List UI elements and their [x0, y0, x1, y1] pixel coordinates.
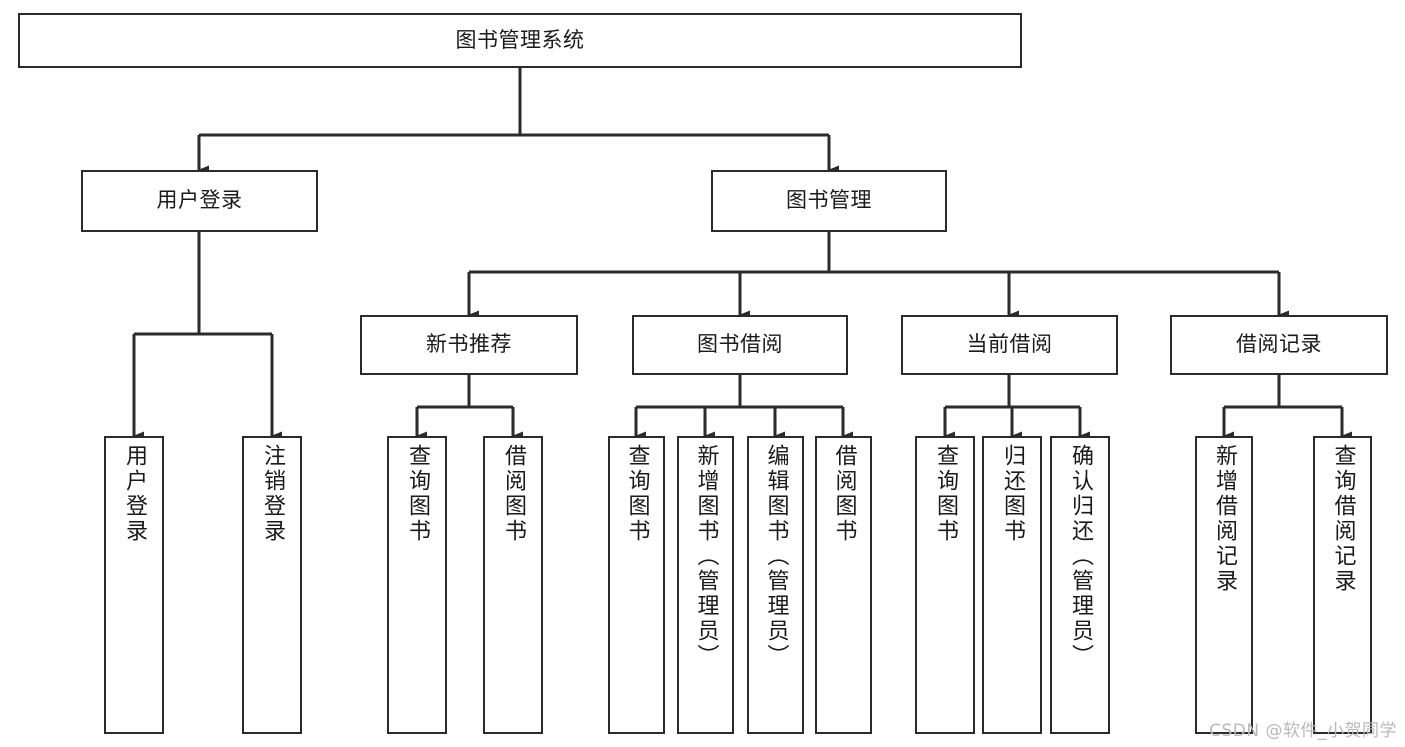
node-leaf-return-book[interactable]: 归还图书: [982, 436, 1042, 734]
node-new-book-recommend[interactable]: 新书推荐: [360, 315, 578, 375]
node-leaf-query-book-borrow[interactable]: 查询图书: [608, 436, 665, 734]
node-user-login[interactable]: 用户登录: [81, 170, 318, 232]
node-leaf-query-book-borrow-label: 查询图书: [624, 444, 650, 544]
node-leaf-edit-book[interactable]: 编辑图书（管理员）: [747, 436, 804, 734]
node-borrow-record-label: 借阅记录: [1236, 332, 1322, 357]
node-leaf-add-book-label: 新增图书（管理员）: [693, 444, 719, 669]
node-leaf-add-book[interactable]: 新增图书（管理员）: [677, 436, 734, 734]
node-leaf-user-logout-label: 注销登录: [260, 444, 285, 544]
node-book-manage-label: 图书管理: [786, 188, 872, 213]
node-root-system-label: 图书管理系统: [455, 27, 585, 52]
node-book-manage[interactable]: 图书管理: [711, 170, 947, 232]
node-leaf-query-borrow-record[interactable]: 查询借阅记录: [1313, 436, 1372, 734]
node-leaf-query-book-recommend-label: 查询图书: [405, 444, 430, 544]
node-new-book-recommend-label: 新书推荐: [426, 332, 512, 357]
node-current-borrow[interactable]: 当前借阅: [901, 315, 1118, 375]
node-leaf-user-logout[interactable]: 注销登录: [242, 436, 302, 734]
node-leaf-confirm-return-label: 确认归还（管理员）: [1068, 444, 1093, 669]
node-root-system[interactable]: 图书管理系统: [18, 13, 1022, 68]
node-current-borrow-label: 当前借阅: [966, 332, 1053, 357]
node-leaf-confirm-return[interactable]: 确认归还（管理员）: [1050, 436, 1110, 734]
node-leaf-borrow-book-label: 借阅图书: [831, 444, 857, 544]
node-leaf-query-book-current-label: 查询图书: [933, 444, 958, 544]
node-leaf-return-book-label: 归还图书: [1000, 444, 1025, 544]
node-leaf-add-borrow-record-label: 新增借阅记录: [1212, 444, 1237, 594]
node-borrow-record[interactable]: 借阅记录: [1170, 315, 1388, 375]
node-book-borrow-label: 图书借阅: [697, 332, 783, 357]
node-book-borrow[interactable]: 图书借阅: [632, 315, 848, 375]
node-user-login-label: 用户登录: [156, 188, 243, 213]
node-leaf-borrow-book-recommend-label: 借阅图书: [501, 444, 526, 544]
node-leaf-borrow-book-recommend[interactable]: 借阅图书: [483, 436, 543, 734]
node-leaf-user-login-label: 用户登录: [122, 444, 147, 544]
node-leaf-add-borrow-record[interactable]: 新增借阅记录: [1195, 436, 1253, 734]
node-leaf-query-book-current[interactable]: 查询图书: [915, 436, 975, 734]
node-leaf-query-book-recommend[interactable]: 查询图书: [387, 436, 447, 734]
node-leaf-user-login[interactable]: 用户登录: [104, 436, 164, 734]
node-leaf-query-borrow-record-label: 查询借阅记录: [1330, 444, 1356, 594]
node-leaf-edit-book-label: 编辑图书（管理员）: [763, 444, 789, 669]
node-leaf-borrow-book[interactable]: 借阅图书: [815, 436, 872, 734]
